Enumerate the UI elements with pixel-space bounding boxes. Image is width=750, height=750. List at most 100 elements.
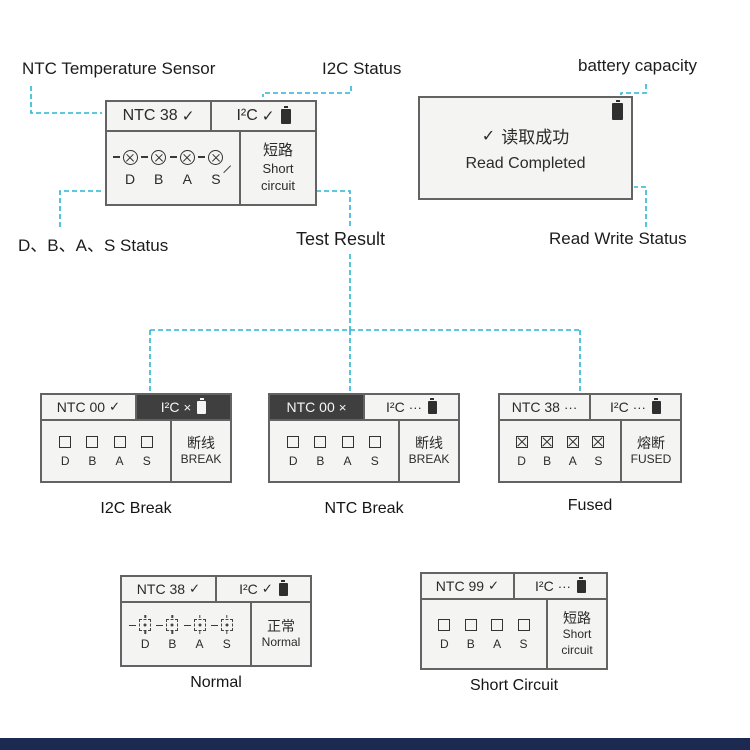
pin-status-row: D B A S xyxy=(422,600,546,668)
pin-label: D xyxy=(60,453,70,468)
lcd-body: D B A S 短路 Short circuit xyxy=(422,600,606,668)
pin-b: B xyxy=(156,618,179,651)
ntc-status-cell: NTC 00 × xyxy=(270,395,363,419)
pin-a: A xyxy=(113,435,126,468)
ellipsis-icon: ··· xyxy=(557,578,571,594)
x-square-icon xyxy=(592,435,605,448)
i2c-status-cell: I²C ✓ xyxy=(215,577,310,601)
pin-s: S xyxy=(592,435,605,467)
square-icon xyxy=(287,435,300,448)
square-icon xyxy=(140,435,153,448)
dashed-square-icon xyxy=(220,618,233,631)
pin-d: D xyxy=(129,618,152,650)
screen-normal: NTC 38 ✓ I²C ✓ D B A xyxy=(120,575,312,667)
result-en: circuit xyxy=(261,177,295,193)
screen-i2c-break: NTC 00 ✓ I²C × D B A xyxy=(40,393,232,483)
i2c-label: I²C xyxy=(610,399,629,415)
result-cell: 短路 Short circuit xyxy=(239,132,315,204)
lcd-body: D B A S 断线 BREAK xyxy=(42,421,230,481)
ellipsis-icon: ··· xyxy=(632,399,646,415)
result-en: Normal xyxy=(261,635,301,650)
lcd-body: D B A S 熔断 FUSED xyxy=(500,421,680,481)
pin-s: S xyxy=(140,435,153,468)
ntc-status-cell: NTC 38 ··· xyxy=(500,395,589,419)
connector-battery-capacity xyxy=(620,84,647,95)
ntc-status-cell: NTC 00 ✓ xyxy=(42,395,135,419)
screen-ntc-break: NTC 00 × I²C ··· D B xyxy=(268,393,460,483)
pin-label: S xyxy=(142,453,151,468)
lcd-header: NTC 38 ··· I²C ··· xyxy=(500,395,680,421)
pin-label: D xyxy=(517,453,526,468)
pin-a: A xyxy=(491,618,504,650)
i2c-status-cell: I²C ··· xyxy=(513,574,606,598)
battery-icon xyxy=(427,400,437,414)
pin-b: B xyxy=(86,435,99,467)
bottom-bar xyxy=(0,738,750,750)
pin-label: A xyxy=(115,453,124,468)
read-en-text: Read Completed xyxy=(465,155,586,172)
pin-label: A xyxy=(343,453,352,468)
result-cell: 熔断 FUSED xyxy=(620,421,680,481)
pin-label: S xyxy=(222,636,231,651)
pin-b: B xyxy=(464,618,477,650)
pin-label: D xyxy=(288,453,298,468)
i2c-label: I²C xyxy=(160,399,180,415)
battery-icon xyxy=(612,103,623,120)
read-cn-text: 读取成功 xyxy=(501,128,570,147)
pin-s: S xyxy=(517,618,530,650)
i2c-label: I²C xyxy=(386,399,405,415)
ntc-reading: NTC 99 xyxy=(435,578,485,594)
square-icon xyxy=(464,618,477,631)
caption-normal: Normal xyxy=(190,674,242,691)
pin-b: B xyxy=(541,435,554,467)
square-icon xyxy=(491,618,504,631)
result-en: circuit xyxy=(561,643,593,658)
square-icon xyxy=(517,618,530,631)
pin-d: D xyxy=(287,435,300,468)
circle-x-icon xyxy=(208,150,224,165)
square-icon xyxy=(438,618,451,631)
result-cn: 断线 xyxy=(187,435,215,452)
lcd-body: D B A S 断线 BREAK xyxy=(270,421,458,481)
ellipsis-icon: ··· xyxy=(563,399,578,415)
battery-icon xyxy=(651,400,661,414)
pin-label: B xyxy=(168,636,177,651)
i2c-status-cell: I²C ✓ xyxy=(210,102,315,130)
result-cell: 正常 Normal xyxy=(250,603,310,665)
result-cn: 熔断 xyxy=(637,435,665,452)
read-status-text: ✓ 读取成功 Read Completed xyxy=(465,123,585,173)
result-cell: 断线 BREAK xyxy=(398,421,458,481)
ntc-status-cell: NTC 99 ✓ xyxy=(422,574,513,598)
screen-short-circuit: NTC 99 ✓ I²C ··· D B xyxy=(420,572,608,670)
connector-test-result-up xyxy=(316,190,351,226)
pin-label: S xyxy=(370,453,379,468)
battery-icon xyxy=(576,579,586,593)
callout-test-result: Test Result xyxy=(296,229,386,249)
callout-i2c-status: I2C Status xyxy=(322,59,402,78)
check-icon: ✓ xyxy=(261,108,275,125)
pin-d: D xyxy=(438,618,451,650)
pin-a: A xyxy=(183,618,206,650)
i2c-status-cell: I²C ··· xyxy=(589,395,680,419)
i2c-label: I²C xyxy=(535,578,554,594)
result-cn: 短路 xyxy=(262,142,293,160)
lcd-header: NTC 00 × I²C ··· xyxy=(270,395,458,421)
pin-label: S xyxy=(211,171,221,187)
ntc-reading: NTC 38 xyxy=(122,107,178,124)
pin-status-row: D B A S xyxy=(270,421,398,481)
ntc-reading: NTC 00 xyxy=(286,399,335,415)
square-icon xyxy=(59,435,72,448)
lcd-header: NTC 38 ✓ I²C ✓ xyxy=(107,102,315,132)
i2c-status-cell: I²C ··· xyxy=(363,395,458,419)
result-cn: 断线 xyxy=(415,435,443,452)
check-icon: ✓ xyxy=(181,108,195,125)
ellipsis-icon: ··· xyxy=(408,399,422,415)
x-icon: × xyxy=(183,399,192,415)
read-status-cn: ✓ 读取成功 xyxy=(482,123,570,148)
caption-fused: Fused xyxy=(567,497,613,514)
pin-a: A xyxy=(566,435,579,467)
pin-s: S xyxy=(198,150,224,187)
pin-status-row: D B A S xyxy=(122,603,250,665)
dashed-square-icon xyxy=(166,618,179,631)
connector-ntc-sensor xyxy=(30,86,102,114)
